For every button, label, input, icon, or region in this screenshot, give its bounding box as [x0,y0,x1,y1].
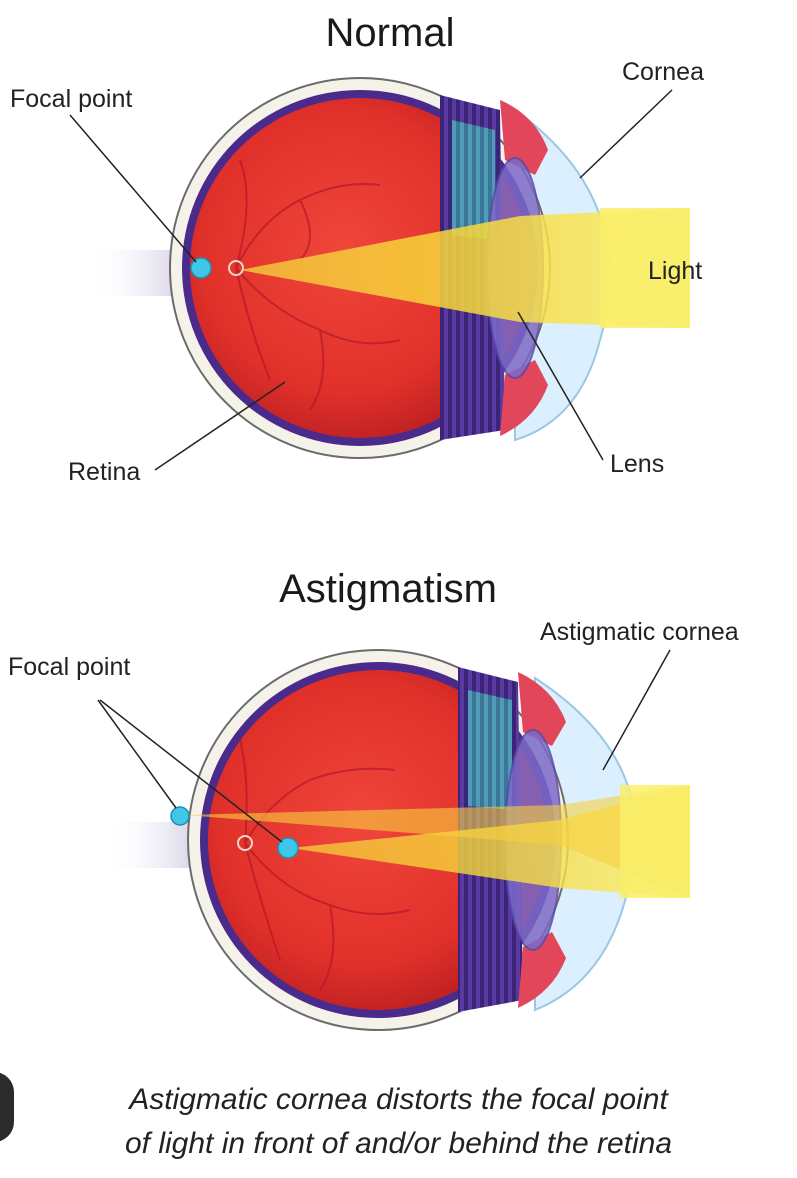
cornea-label: Cornea [622,58,704,86]
iris-bottom-astig [518,932,566,1008]
astigmatism-title: Astigmatism [279,567,497,611]
iris-top [500,100,548,175]
focal-point-dot [190,257,212,279]
caption-line-1: Astigmatic cornea distorts the focal poi… [129,1083,668,1116]
ciliary-body-inner-astig [468,690,512,810]
light-incoming [600,208,690,328]
optic-disc-astig [237,835,253,851]
light-incoming-astig [620,785,690,898]
astigmatic-cornea-label: Astigmatic cornea [540,618,739,646]
iris-bottom [500,360,548,436]
iris-top-astig [518,672,566,746]
optic-disc [228,260,244,276]
lens-label: Lens [610,450,664,478]
retina-label: Retina [68,458,140,486]
focal-point-label-top: Focal point [10,85,132,113]
caption-line-2: of light in front of and/or behind the r… [124,1127,673,1160]
light-beam-astig-b [185,785,690,898]
focal-point-dot-behind [277,837,299,859]
normal-title: Normal [326,11,455,55]
leader-lines-bottom [97,649,671,843]
focal-point-dot-front [170,806,190,826]
astigmatism-eye: Astigmatism [8,567,739,1031]
light-beam [240,208,690,328]
leader-lines-top [69,89,673,471]
blood-vessels [235,159,401,411]
light-label: Light [648,257,702,285]
side-tab[interactable] [0,1072,14,1142]
focal-point-label-bottom: Focal point [8,653,130,681]
ciliary-body-inner [452,120,495,240]
normal-eye: Normal [10,11,704,486]
